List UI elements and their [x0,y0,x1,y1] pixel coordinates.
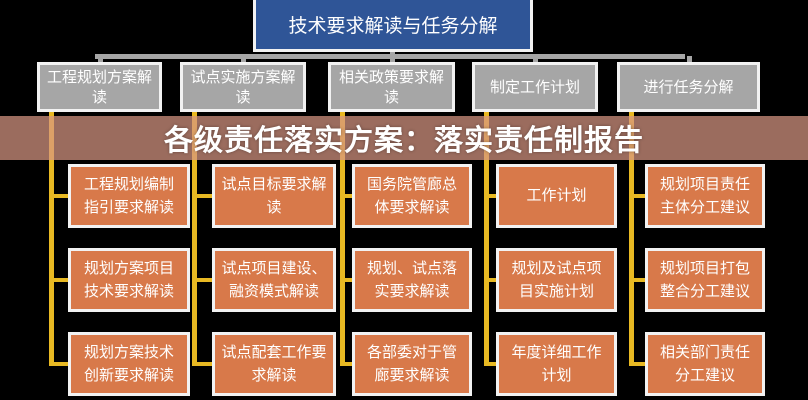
connector [340,362,352,366]
task-node: 相关部门责任分工建议 [645,332,765,396]
task-node: 规划及试点项目实施计划 [496,248,617,312]
connector [389,56,395,64]
connector [340,278,352,282]
connector [484,194,496,198]
connector [484,112,489,366]
task-node: 试点项目建设、融资模式解读 [212,248,336,312]
task-node: 试点配套工作要求解读 [212,332,336,396]
task-node: 工程规划编制指引要求解读 [68,164,190,228]
task-node: 规划方案技术创新要求解读 [68,332,190,396]
connector [49,194,68,198]
connector [49,112,54,366]
connector [484,362,496,366]
task-node: 规划项目责任主体分工建议 [645,164,765,228]
task-node: 规划项目打包整合分工建议 [645,248,765,312]
header-node: 相关政策要求解读 [328,62,455,112]
connector [340,194,352,198]
overlay-banner: 各级责任落实方案：落实责任制报告 [0,116,808,160]
connector [629,194,645,198]
connector [192,112,197,366]
connector [192,194,212,198]
root-node: 技术要求解读与任务分解 [253,0,533,52]
header-node: 进行任务分解 [617,62,760,112]
connector [241,56,246,64]
header-node: 试点实施方案解读 [180,62,306,112]
task-node: 工作计划 [496,164,617,228]
connector [629,112,634,366]
task-node: 试点目标要求解读 [212,164,336,228]
task-node: 规划、试点落实要求解读 [352,248,472,312]
task-node: 规划方案项目技术要求解读 [68,248,190,312]
connector [49,278,68,282]
connector [49,362,68,366]
connector [533,56,538,64]
connector [629,362,645,366]
task-node: 国务院管廊总体要求解读 [352,164,472,228]
connector [192,362,212,366]
header-node: 制定工作计划 [472,62,598,112]
connector [192,278,212,282]
header-node: 工程规划方案解读 [37,62,162,112]
connector [340,112,345,366]
task-node: 各部委对于管廊要求解读 [352,332,472,396]
connector [484,278,496,282]
task-node: 年度详细工作计划 [496,332,617,396]
connector [97,56,103,64]
connector [629,278,645,282]
connector [686,56,692,64]
